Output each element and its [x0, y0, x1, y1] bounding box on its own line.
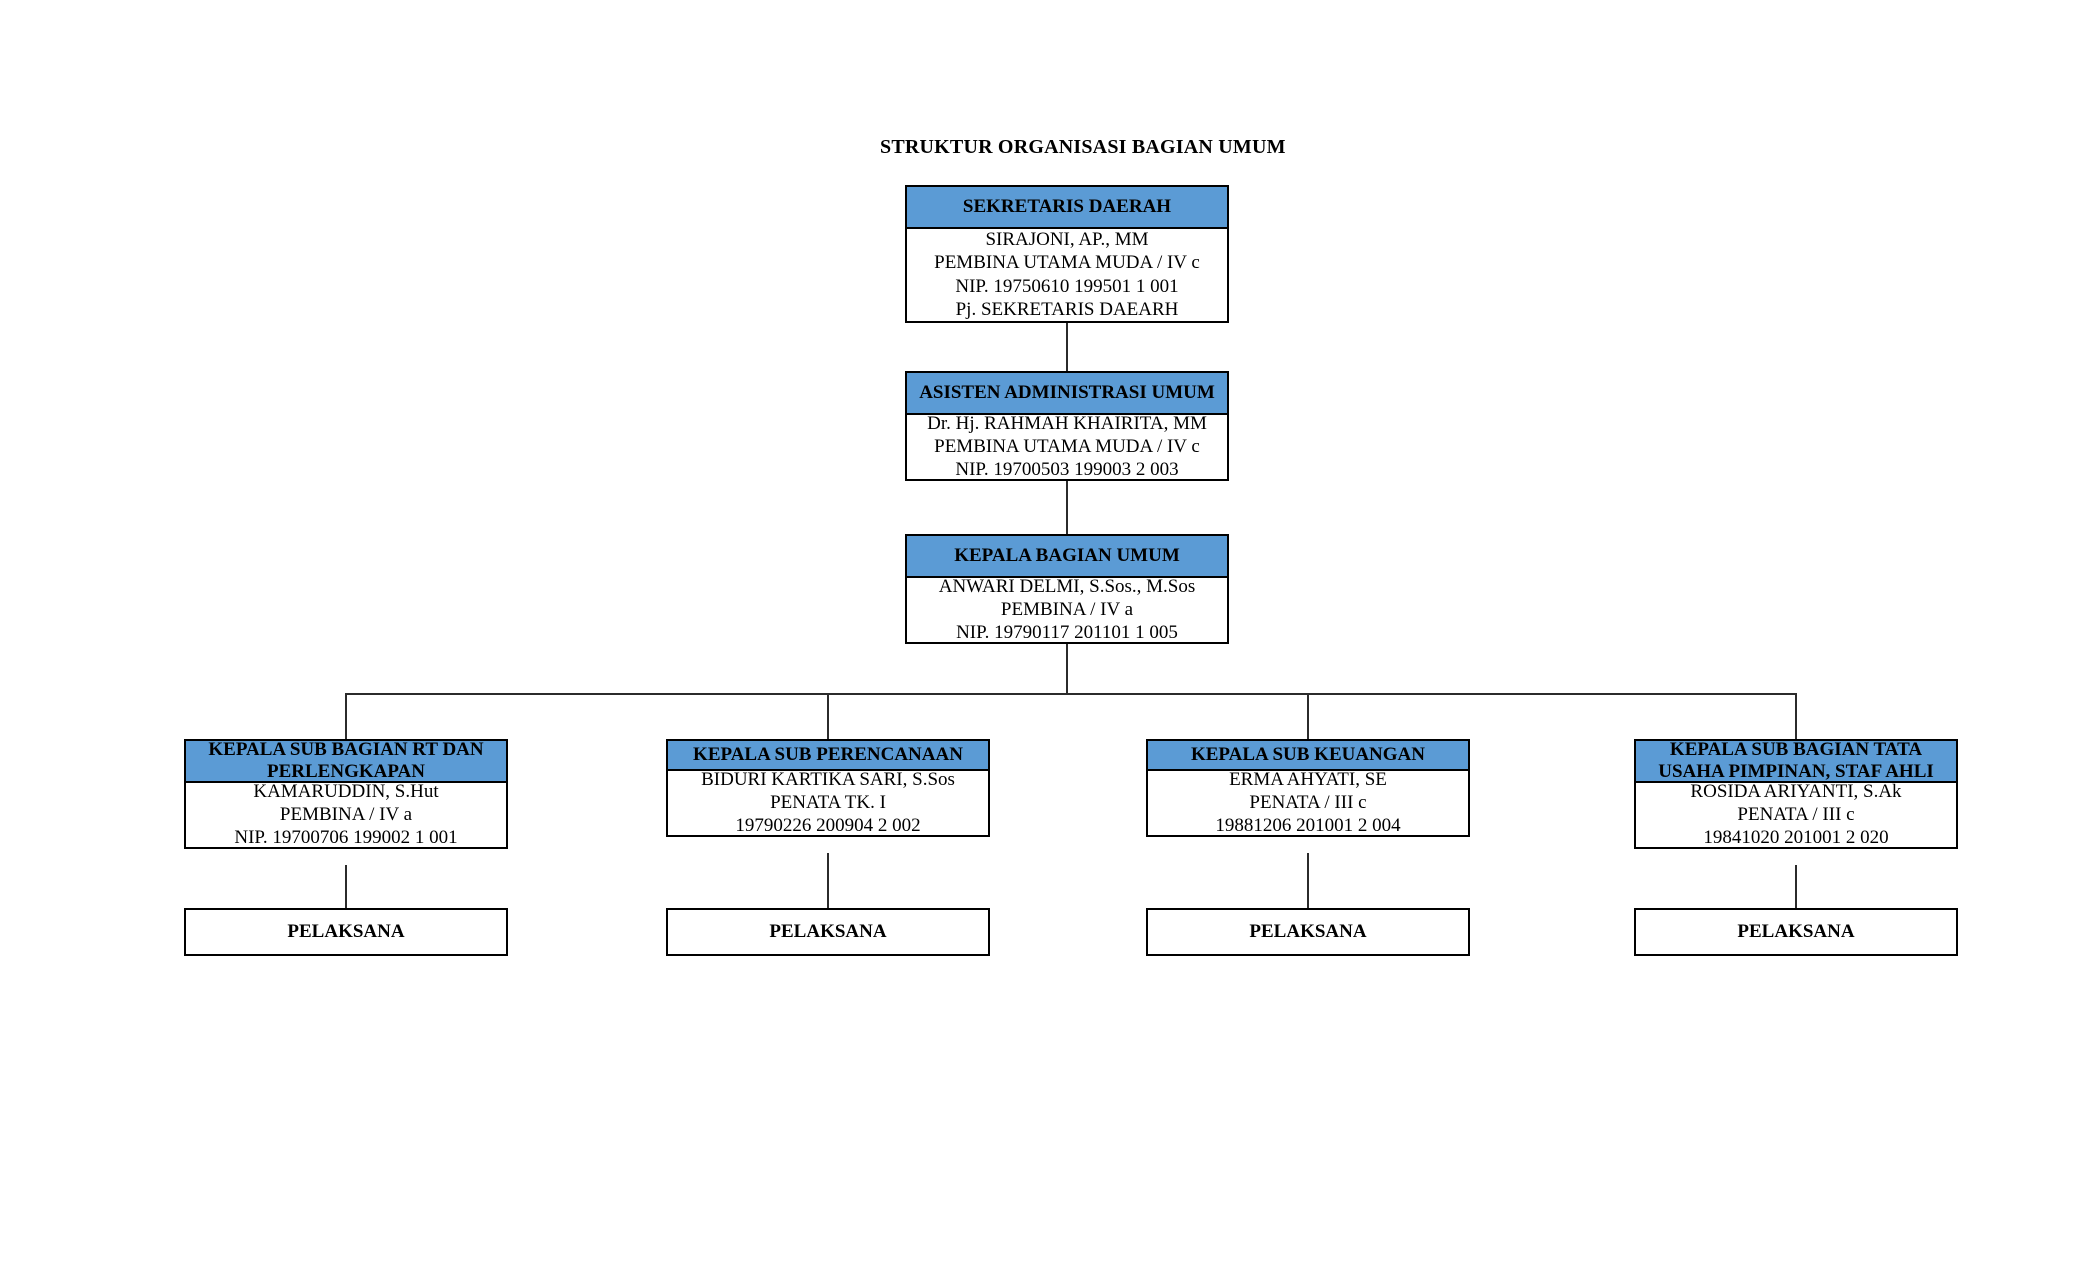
node-sekretaris-daerah[interactable]: SEKRETARIS DAERAH SIRAJONI, AP., MM PEMB…: [905, 185, 1229, 323]
connector-kabag-to-bus: [1066, 640, 1068, 693]
node-line: KAMARUDDIN, S.Hut: [253, 780, 439, 802]
node-kepala-bagian-umum[interactable]: KEPALA BAGIAN UMUM ANWARI DELMI, S.Sos.,…: [905, 534, 1229, 644]
node-line: SIRAJONI, AP., MM: [985, 229, 1149, 251]
node-pelaksana-tata-usaha-pimpinan[interactable]: PELAKSANA: [1634, 908, 1958, 956]
node-sub-perencanaan-body: BIDURI KARTIKA SARI, S.Sos PENATA TK. I …: [668, 768, 988, 837]
node-asisten-administrasi-umum-header: ASISTEN ADMINISTRASI UMUM: [907, 373, 1227, 415]
node-line: Pj. SEKRETARIS DAEARH: [955, 298, 1179, 320]
node-line: PENATA / III c: [1737, 803, 1855, 825]
node-pelaksana-keuangan[interactable]: PELAKSANA: [1146, 908, 1470, 956]
node-line: Dr. Hj. RAHMAH KHAIRITA, MM: [927, 412, 1207, 434]
connector-sub-1-to-pelaksana-1: [827, 853, 829, 908]
node-kepala-bagian-umum-body: ANWARI DELMI, S.Sos., M.Sos PEMBINA / IV…: [907, 575, 1227, 644]
connector-sub-2-to-pelaksana-2: [1307, 853, 1309, 908]
node-sub-perencanaan[interactable]: KEPALA SUB PERENCANAAN BIDURI KARTIKA SA…: [666, 739, 990, 837]
node-pelaksana-perencanaan[interactable]: PELAKSANA: [666, 908, 990, 956]
node-line: ERMA AHYATI, SE: [1229, 768, 1387, 790]
node-sub-bagian-tata-usaha-pimpinan-staf-ahli-body: ROSIDA ARIYANTI, S.Ak PENATA / III c 198…: [1636, 780, 1956, 849]
node-sub-bagian-tata-usaha-pimpinan-staf-ahli-header: KEPALA SUB BAGIAN TATA USAHA PIMPINAN, S…: [1636, 739, 1956, 783]
connector-sub-0-to-pelaksana-0: [345, 865, 347, 908]
node-sub-bagian-tata-usaha-pimpinan-staf-ahli[interactable]: KEPALA SUB BAGIAN TATA USAHA PIMPINAN, S…: [1634, 739, 1958, 849]
node-line: PENATA TK. I: [770, 791, 886, 813]
node-sub-perencanaan-header: KEPALA SUB PERENCANAAN: [668, 741, 988, 771]
node-sub-keuangan-body: ERMA AHYATI, SE PENATA / III c 19881206 …: [1148, 768, 1468, 837]
node-line: 19841020 201001 2 020: [1703, 827, 1889, 849]
node-line: BIDURI KARTIKA SARI, S.Sos: [701, 768, 955, 790]
connector-sekda-to-asisten: [1066, 319, 1068, 371]
connector-sub-3-to-pelaksana-3: [1795, 865, 1797, 908]
node-pelaksana-rt-dan-perlengkapan[interactable]: PELAKSANA: [184, 908, 508, 956]
node-line: 19881206 201001 2 004: [1215, 815, 1401, 837]
node-line: NIP. 19700503 199003 2 003: [955, 459, 1179, 481]
node-line: PEMBINA UTAMA MUDA / IV c: [934, 435, 1200, 457]
node-asisten-administrasi-umum[interactable]: ASISTEN ADMINISTRASI UMUM Dr. Hj. RAHMAH…: [905, 371, 1229, 481]
node-sub-keuangan[interactable]: KEPALA SUB KEUANGAN ERMA AHYATI, SE PENA…: [1146, 739, 1470, 837]
node-sekretaris-daerah-body: SIRAJONI, AP., MM PEMBINA UTAMA MUDA / I…: [907, 229, 1227, 321]
connector-asisten-to-kabag: [1066, 477, 1068, 534]
node-line: ROSIDA ARIYANTI, S.Ak: [1690, 780, 1902, 802]
node-line: NIP. 19700706 199002 1 001: [234, 827, 458, 849]
node-line: ANWARI DELMI, S.Sos., M.Sos: [938, 575, 1196, 597]
node-line: PEMBINA / IV a: [1000, 598, 1134, 620]
connector-bus-to-sub-0: [345, 693, 347, 739]
node-sub-bagian-rt-dan-perlengkapan-body: KAMARUDDIN, S.Hut PEMBINA / IV a NIP. 19…: [186, 780, 506, 849]
node-line: PEMBINA UTAMA MUDA / IV c: [934, 252, 1200, 274]
node-line: PEMBINA / IV a: [279, 803, 413, 825]
page-title: STRUKTUR ORGANISASI BAGIAN UMUM: [880, 136, 1286, 158]
connector-bus-to-sub-2: [1307, 693, 1309, 739]
node-line: PENATA / III c: [1249, 791, 1367, 813]
node-line: 19790226 200904 2 002: [735, 815, 921, 837]
connector-horizontal-bus: [345, 693, 1797, 695]
node-asisten-administrasi-umum-body: Dr. Hj. RAHMAH KHAIRITA, MM PEMBINA UTAM…: [907, 412, 1227, 481]
connector-bus-to-sub-1: [827, 693, 829, 739]
node-line: NIP. 19790117 201101 1 005: [956, 622, 1178, 644]
node-sub-bagian-rt-dan-perlengkapan-header: KEPALA SUB BAGIAN RT DAN PERLENGKAPAN: [186, 739, 506, 783]
node-sub-bagian-rt-dan-perlengkapan[interactable]: KEPALA SUB BAGIAN RT DAN PERLENGKAPAN KA…: [184, 739, 508, 849]
connector-bus-to-sub-3: [1795, 693, 1797, 739]
node-line: NIP. 19750610 199501 1 001: [955, 275, 1179, 297]
node-sekretaris-daerah-header: SEKRETARIS DAERAH: [907, 187, 1227, 229]
node-sub-keuangan-header: KEPALA SUB KEUANGAN: [1148, 741, 1468, 771]
node-kepala-bagian-umum-header: KEPALA BAGIAN UMUM: [907, 536, 1227, 578]
